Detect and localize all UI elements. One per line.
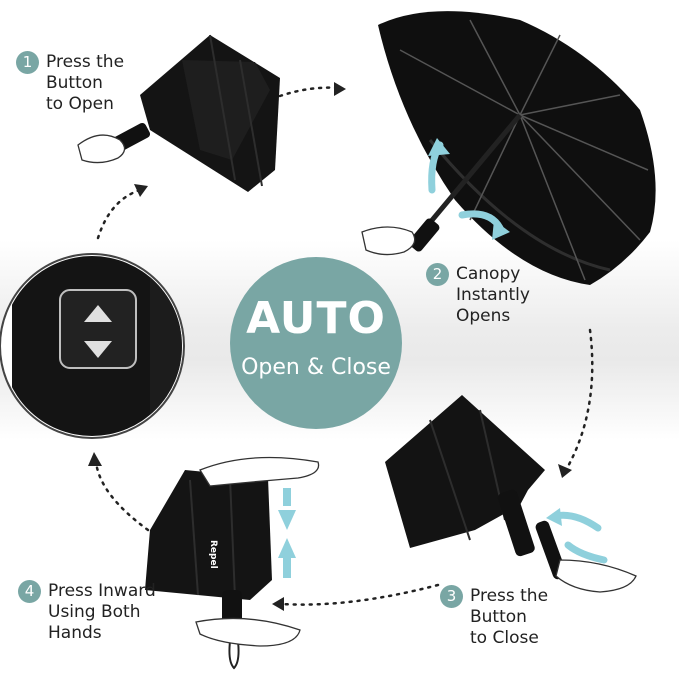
step-4-number: 4 <box>18 580 41 603</box>
step-3-line-2: Button <box>470 607 527 627</box>
step-4-line-3: Hands <box>48 623 102 643</box>
hand-step1 <box>77 134 126 164</box>
arrowhead-closeup-to-1 <box>134 184 148 197</box>
step-1-line-2: Button <box>46 73 103 93</box>
open-motion-arrowhead-right <box>492 220 510 240</box>
dotted-arrow-4-to-closeup <box>94 460 150 532</box>
arrowhead-1-to-2 <box>334 82 346 96</box>
folded-umbrella-step1 <box>109 34 280 192</box>
brand-mark: Repel <box>208 540 218 569</box>
auto-badge: AUTO Open & Close <box>230 257 402 429</box>
step-4-text: 4 Press Inward Using Both Hands <box>18 580 156 644</box>
step-3-line-3: to Close <box>470 628 539 648</box>
step-1-number: 1 <box>16 51 39 74</box>
step-1-line-1: Press the <box>46 52 125 72</box>
step-3-line-1: Press the <box>470 586 549 606</box>
hands-step4 <box>195 456 320 647</box>
step-2-text: 2 Canopy Instantly Opens <box>426 263 530 327</box>
step-3-text: 3 Press the Button to Close <box>440 585 549 649</box>
step-3-number: 3 <box>440 585 463 608</box>
step-4-line-2: Using Both <box>48 602 141 622</box>
step-1-text: 1 Press the Button to Open <box>16 51 125 115</box>
arrowhead-4-to-closeup <box>88 452 102 466</box>
step-1-line-3: to Open <box>46 94 114 114</box>
step-2-line-1: Canopy <box>456 264 521 284</box>
open-umbrella-step2 <box>378 11 656 285</box>
arrowhead-3-to-4 <box>272 597 284 611</box>
dotted-arrow-1-to-2 <box>278 86 340 98</box>
press-motion-arrows <box>278 488 296 578</box>
close-motion-arrows <box>551 511 608 564</box>
open-motion-arrowhead-up <box>428 138 450 156</box>
step-2-line-2: Instantly <box>456 285 530 305</box>
closing-umbrella-step3 <box>385 395 567 580</box>
step-2-number: 2 <box>426 263 449 286</box>
step-2-line-3: Opens <box>456 306 511 326</box>
arrowhead-2-to-3 <box>558 464 572 478</box>
hand-step2 <box>361 226 416 256</box>
close-motion-arrowhead-1 <box>546 508 562 526</box>
hand-step3 <box>555 559 637 593</box>
dotted-arrow-2-to-3 <box>564 328 594 472</box>
step-4-line-1: Press Inward <box>48 581 156 601</box>
badge-subtitle: Open & Close <box>241 355 391 380</box>
badge-title: AUTO <box>246 293 386 344</box>
dotted-arrow-3-to-4 <box>280 583 440 606</box>
button-closeup <box>0 253 185 439</box>
dotted-arrow-closeup-to-1 <box>96 188 142 240</box>
